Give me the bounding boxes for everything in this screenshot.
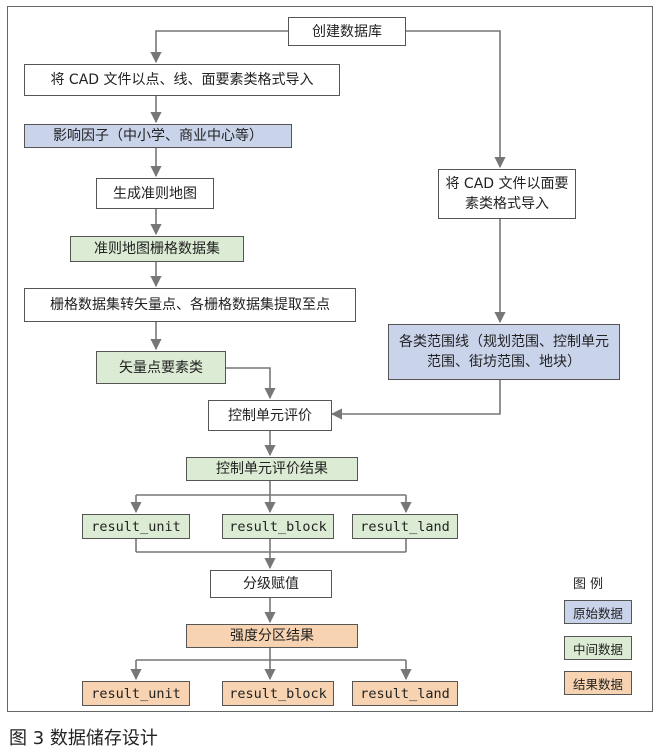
node-zoning-result: 强度分区结果 bbox=[186, 624, 358, 648]
figure-caption: 图 3 数据储存设计 bbox=[9, 728, 158, 749]
diagram-frame bbox=[7, 6, 653, 712]
node-create-database: 创建数据库 bbox=[288, 17, 406, 46]
legend-item-raw: 原始数据 bbox=[564, 600, 632, 624]
node-import-cad-face: 将 CAD 文件以面要素类格式导入 bbox=[438, 169, 576, 219]
legend-item-result: 结果数据 bbox=[564, 671, 632, 695]
node-evaluation-result: 控制单元评价结果 bbox=[186, 457, 358, 481]
arrow-create-to-import-face bbox=[406, 30, 506, 169]
node-mid-result-block: result_block bbox=[222, 514, 334, 539]
node-res-result-unit: result_unit bbox=[82, 681, 190, 706]
node-generate-criteria-map: 生成准则地图 bbox=[96, 178, 214, 209]
node-res-result-land: result_land bbox=[352, 681, 458, 706]
node-criteria-raster-dataset: 准则地图栅格数据集 bbox=[70, 236, 244, 262]
node-boundaries: 各类范围线（规划范围、控制单元范围、街坊范围、地块） bbox=[388, 324, 620, 380]
arrow-create-to-import bbox=[150, 30, 288, 64]
node-unit-evaluation: 控制单元评价 bbox=[208, 400, 332, 431]
node-res-result-block: result_block bbox=[222, 681, 334, 706]
node-import-cad: 将 CAD 文件以点、线、面要素类格式导入 bbox=[24, 64, 340, 96]
node-mid-result-unit: result_unit bbox=[82, 514, 190, 539]
node-influence-factors: 影响因子（中小学、商业中心等） bbox=[24, 124, 292, 148]
arrow-points-to-eval bbox=[226, 367, 276, 400]
arrow-boundaries-to-eval bbox=[330, 380, 501, 420]
node-raster-to-points: 栅格数据集转矢量点、各栅格数据集提取至点 bbox=[24, 288, 356, 322]
node-mid-result-land: result_land bbox=[352, 514, 458, 539]
legend-item-intermediate: 中间数据 bbox=[564, 636, 632, 660]
node-grading: 分级赋值 bbox=[210, 570, 332, 598]
legend-title: 图例 bbox=[573, 577, 608, 592]
node-vector-points: 矢量点要素类 bbox=[96, 351, 226, 384]
